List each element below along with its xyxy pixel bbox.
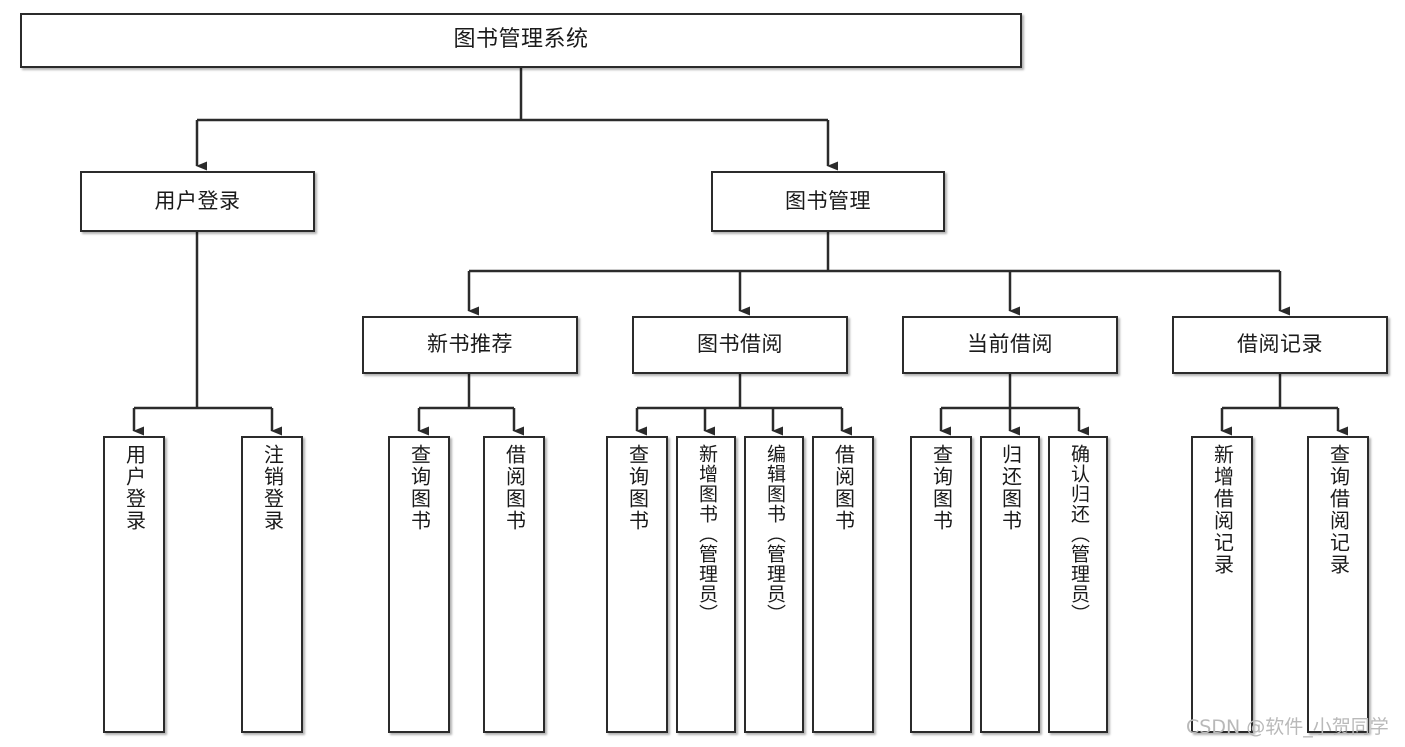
node-label: 当前借阅 [967,332,1053,357]
node-label: 图书管理 [785,188,871,213]
node-label: 查询图书 [929,444,954,532]
node-label: 查询图书 [625,444,650,532]
csdn-watermark: CSDN @软件_小贺同学 [1186,716,1389,738]
node-book-management[interactable]: 图书管理 [711,171,945,232]
leaf-user-login[interactable]: 用户登录 [103,436,165,733]
node-user-login[interactable]: 用户登录 [80,171,315,232]
leaf-query-borrow-record[interactable]: 查询借阅记录 [1307,436,1369,733]
node-label: 用户登录 [154,188,241,213]
node-root-system[interactable]: 图书管理系统 [20,13,1022,68]
leaf-borrow-book-recommend[interactable]: 借阅图书 [483,436,545,733]
node-label: 编辑图书（管理员） [763,444,786,624]
node-label: 查询图书 [407,444,432,532]
node-label: 新增借阅记录 [1210,444,1235,576]
node-label: 查询借阅记录 [1326,444,1351,576]
node-label: 图书借阅 [697,332,783,357]
leaf-confirm-return-admin[interactable]: 确认归还（管理员） [1048,436,1108,733]
leaf-query-book-borrow[interactable]: 查询图书 [606,436,668,733]
leaf-logout[interactable]: 注销登录 [241,436,303,733]
node-borrow-records[interactable]: 借阅记录 [1172,316,1388,374]
leaf-add-borrow-record[interactable]: 新增借阅记录 [1191,436,1253,733]
leaf-borrow-book[interactable]: 借阅图书 [812,436,874,733]
leaf-edit-book-admin[interactable]: 编辑图书（管理员） [744,436,804,733]
node-new-book-recommend[interactable]: 新书推荐 [362,316,578,374]
node-current-borrow[interactable]: 当前借阅 [902,316,1118,374]
node-label: 归还图书 [998,444,1023,532]
node-label: 注销登录 [260,444,285,532]
node-book-borrow[interactable]: 图书借阅 [632,316,848,374]
node-label: 借阅图书 [831,444,856,532]
leaf-query-book-current[interactable]: 查询图书 [910,436,972,733]
node-label: 图书管理系统 [453,27,589,53]
leaf-return-book[interactable]: 归还图书 [980,436,1040,733]
node-label: 新书推荐 [427,332,513,357]
node-label: 借阅图书 [502,444,527,532]
node-label: 借阅记录 [1237,332,1323,357]
node-label: 确认归还（管理员） [1067,444,1090,624]
node-label: 新增图书（管理员） [695,444,718,624]
node-label: 用户登录 [122,444,147,532]
leaf-query-book-recommend[interactable]: 查询图书 [388,436,450,733]
leaf-add-book-admin[interactable]: 新增图书（管理员） [676,436,736,733]
